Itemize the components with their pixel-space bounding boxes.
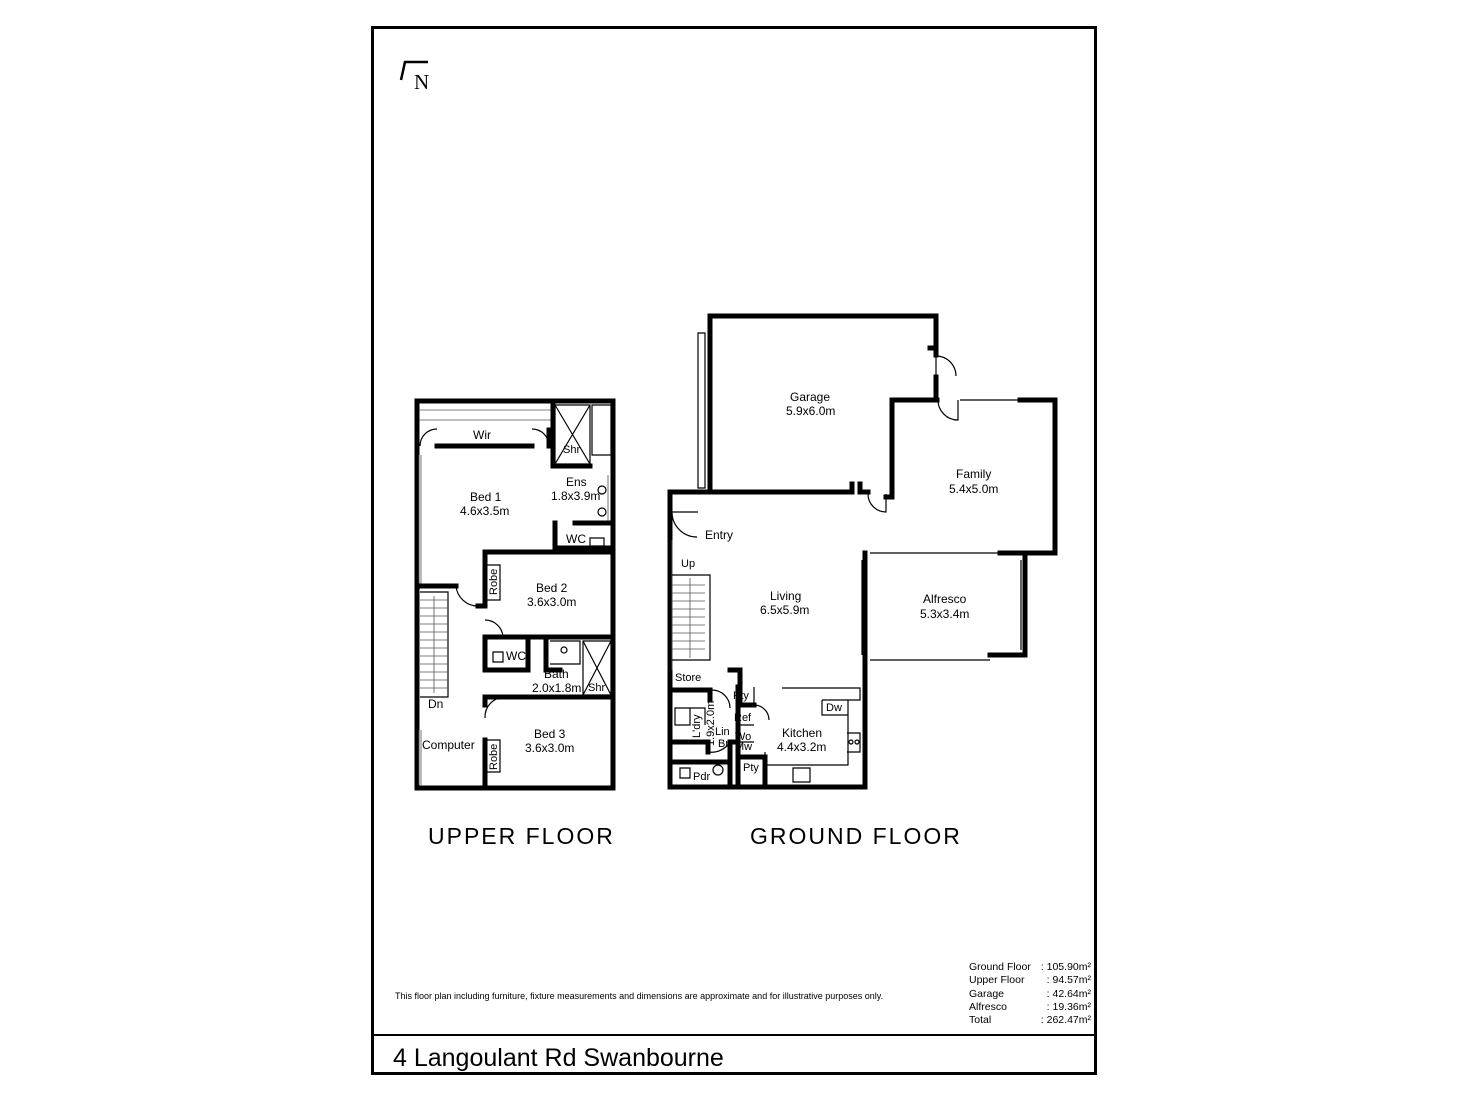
room-label-wir: Wir [473, 428, 491, 442]
upper-floor-labels: Wir Shr Ens 1.8x3.9m Bed 1 4.6x3.5m WC R… [422, 428, 605, 770]
ensuite-wall [550, 400, 593, 469]
area-label: Garage [969, 987, 1005, 1000]
label-br: Br [718, 738, 729, 750]
label-ref: Ref [734, 712, 752, 724]
room-label-bath: Bath [544, 667, 569, 681]
room-label-ens: Ens [566, 475, 587, 489]
area-value: : 94.57m² [1046, 974, 1091, 987]
room-label-family: Family [956, 467, 991, 481]
label-wo: Wo [735, 731, 751, 743]
area-label: Upper Floor [969, 974, 1025, 987]
room-dim-bed2: 3.6x3.0m [527, 595, 576, 609]
area-row: Ground Floor : 105.90m² [969, 961, 1091, 974]
room-label-entry: Entry [705, 528, 733, 542]
label-up: Up [681, 558, 695, 570]
room-label-pdr: Pdr [693, 771, 710, 783]
room-dim-bath: 2.0x1.8m [532, 681, 581, 695]
room-label-pty-top: Pty [733, 690, 749, 702]
family-wall [889, 397, 940, 498]
property-address: 4 Langoulant Rd Swanbourne [393, 1044, 724, 1072]
room-dim-living: 6.5x5.9m [760, 603, 809, 617]
room-dim-alfresco: 5.3x3.4m [920, 607, 969, 621]
upper-stairs [420, 591, 449, 698]
room-dim-ldry: 1.9x2.0m [705, 701, 717, 746]
room-label-bed2: Bed 2 [536, 581, 568, 595]
area-value: : 105.90m² [1040, 961, 1091, 973]
room-dim-bed1: 4.6x3.5m [460, 504, 509, 518]
room-label-store: Store [675, 672, 701, 684]
room-label-kitchen: Kitchen [782, 726, 822, 740]
label-mw: Mw [735, 741, 752, 753]
ground-floor-plan [667, 313, 1058, 790]
ground-stairs [672, 574, 711, 661]
ens-lower-wall [552, 520, 615, 551]
alfresco-wall [987, 554, 1028, 658]
room-label-shr-bath: Shr [588, 682, 605, 694]
room-label-bed3: Bed 3 [534, 727, 566, 741]
garage-door-track [697, 332, 706, 489]
area-label: Total [969, 1014, 992, 1027]
room-dim-family: 5.4x5.0m [949, 482, 998, 496]
room-label-bed1: Bed 1 [470, 490, 502, 504]
north-arrow-icon: N [399, 60, 429, 94]
room-label-ldry: L'dry [691, 714, 703, 738]
area-value: : 262.47m² [1040, 1014, 1091, 1027]
area-value: : 19.36m² [1046, 1000, 1091, 1013]
disclaimer-text: This floor plan including furniture, fix… [395, 991, 884, 1001]
room-dim-bed3: 3.6x3.0m [525, 741, 574, 755]
plan-sheet-border [371, 26, 1097, 1075]
label-lin: Lin [715, 726, 730, 738]
store-wall [669, 687, 713, 703]
room-label-wc: WC [506, 649, 526, 663]
wir-shelf [419, 409, 554, 421]
room-label-computer: Computer [422, 738, 475, 752]
area-row: Total : 262.47m² [969, 1014, 1091, 1027]
room-label-robe-bed3: Robe [488, 744, 500, 770]
label-dn: Dn [428, 697, 443, 711]
upper-outer-wall [414, 398, 616, 791]
area-row: Alfresco : 19.36m² [969, 1001, 1091, 1014]
ensuite-bath [591, 404, 612, 456]
garage-wall [707, 313, 939, 493]
ground-floor-labels: Garage 5.9x6.0m Family 5.4x5.0m Entry Up… [675, 390, 998, 783]
room-label-garage: Garage [790, 390, 830, 404]
bath-wall [543, 637, 563, 673]
label-dw: Dw [826, 702, 842, 714]
upper-floor-plan [414, 398, 616, 791]
area-label: Alfresco [969, 1000, 1007, 1013]
room-label-pty-bottom: Pty [743, 762, 759, 774]
area-label: Ground Floor [969, 961, 1031, 973]
upper-floor-title: UPPER FLOOR [428, 823, 615, 849]
room-label-wc-ens: WC [566, 532, 586, 546]
wc-wall [482, 634, 531, 673]
pdr-wall [669, 739, 733, 790]
room-label-robe-bed2: Robe [488, 569, 500, 595]
ground-floor-title: GROUND FLOOR [750, 823, 962, 849]
north-letter: N [414, 70, 429, 94]
area-summary-table: Ground Floor : 105.90m² Upper Floor : 94… [969, 961, 1091, 1027]
room-label-alfresco: Alfresco [923, 592, 967, 606]
area-value: : 42.64m² [1046, 987, 1091, 1000]
room-dim-ens: 1.8x3.9m [551, 489, 600, 503]
room-label-shr-ens: Shr [563, 444, 580, 456]
room-dim-garage: 5.9x6.0m [786, 404, 835, 418]
ensuite-shower [554, 404, 591, 465]
room-label-living: Living [770, 589, 801, 603]
area-row: Garage : 42.64m² [969, 988, 1091, 1001]
area-row: Upper Floor : 94.57m² [969, 974, 1091, 987]
room-dim-kitchen: 4.4x3.2m [777, 740, 826, 754]
title-bar-divider [371, 1034, 1097, 1036]
garage-side-door [935, 355, 957, 377]
